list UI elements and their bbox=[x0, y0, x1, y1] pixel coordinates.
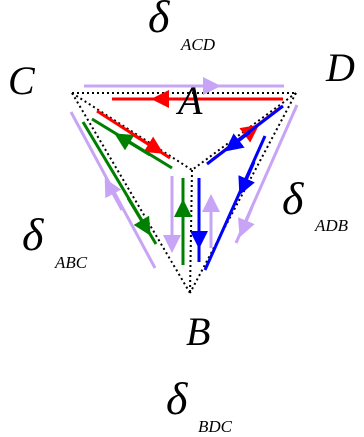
lavender-left-line bbox=[69, 111, 157, 269]
edge-db bbox=[189, 92, 297, 294]
delta-adb-symbol: δ bbox=[282, 173, 304, 224]
blue-right-arrow bbox=[238, 161, 256, 196]
lavender-left-arrow bbox=[104, 178, 124, 211]
blue-right-line bbox=[203, 135, 267, 271]
vertex-d-label: D bbox=[325, 45, 355, 90]
vertex-c-label: C bbox=[8, 58, 36, 103]
delta-abc-subscript: ABC bbox=[54, 253, 88, 272]
green-upper-arrow bbox=[114, 133, 151, 157]
delta-label-acd: δ ACD bbox=[148, 0, 216, 54]
delta-label-adb: δ ADB bbox=[282, 173, 349, 235]
delta-label-abc: δ ABC bbox=[22, 209, 88, 272]
edge-ab bbox=[189, 169, 193, 294]
lavender-right-arrow bbox=[238, 206, 255, 238]
delta-acd-symbol: δ bbox=[148, 0, 170, 42]
blue-loop bbox=[190, 104, 284, 271]
vertex-a-label: A bbox=[175, 78, 203, 123]
vertex-b-label: B bbox=[186, 309, 210, 354]
delta-bdc-subscript: BDC bbox=[198, 417, 233, 436]
green-loop bbox=[81, 117, 192, 265]
blue-upper-arrow bbox=[224, 130, 251, 152]
delta-adb-subscript: ADB bbox=[314, 216, 349, 235]
green-left-arrow bbox=[126, 197, 151, 236]
edge-da bbox=[191, 92, 297, 171]
delta-label-bdc: δ BDC bbox=[166, 373, 233, 436]
edge-cb bbox=[71, 92, 191, 294]
delta-bdc-symbol: δ bbox=[166, 373, 188, 424]
delta-abc-symbol: δ bbox=[22, 209, 44, 260]
red-left-arrow bbox=[131, 132, 164, 154]
delta-acd-subscript: ACD bbox=[180, 35, 216, 54]
edge-ca bbox=[71, 92, 193, 171]
lavender-loop bbox=[69, 77, 299, 269]
